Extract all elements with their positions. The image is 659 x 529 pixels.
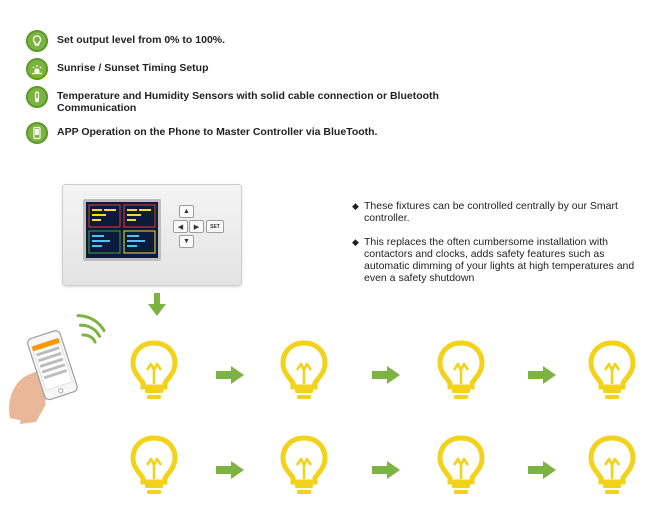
feature-text: Temperature and Humidity Sensors with so…: [57, 90, 439, 114]
bullet-item: ◆ This replaces the often cumbersome ins…: [352, 236, 642, 284]
description-bullets: ◆ These fixtures can be controlled centr…: [352, 200, 642, 296]
bulb-icon: [437, 435, 485, 502]
sunrise-sunset-icon: [26, 58, 48, 80]
wifi-icon: [76, 314, 106, 344]
bulb-icon: [26, 30, 48, 52]
bulb-icon: [130, 435, 178, 502]
controller-screen: [83, 199, 161, 261]
right-arrow-icon: [216, 461, 244, 484]
feature-app: APP Operation on the Phone to Master Con…: [26, 122, 477, 144]
diamond-bullet-icon: ◆: [352, 237, 359, 247]
bullet-text: These fixtures can be controlled central…: [364, 200, 618, 224]
down-arrow-icon: [148, 293, 166, 316]
right-arrow-icon: [216, 366, 244, 389]
bulb-icon: [588, 435, 636, 502]
feature-text: Sunrise / Sunset Timing Setup: [57, 62, 209, 74]
up-key[interactable]: ▲: [179, 205, 194, 218]
bullet-item: ◆ These fixtures can be controlled centr…: [352, 200, 642, 224]
left-key[interactable]: ◀: [173, 220, 188, 233]
right-key[interactable]: ▶: [189, 220, 204, 233]
bulb-icon: [280, 340, 328, 407]
smart-controller: ▲ ◀ ▶ SET ▼: [62, 184, 242, 286]
feature-text: Set output level from 0% to 100%.: [57, 34, 226, 46]
bulb-icon: [588, 340, 636, 407]
feature-text: APP Operation on the Phone to Master Con…: [57, 126, 378, 138]
phone-app-icon: [26, 122, 48, 144]
feature-output-level: Set output level from 0% to 100%.: [26, 30, 477, 52]
bulb-icon: [130, 340, 178, 407]
bulb-icon: [437, 340, 485, 407]
feature-sensors: Temperature and Humidity Sensors with so…: [26, 86, 477, 114]
bulb-icon: [280, 435, 328, 502]
sensor-icon: [26, 86, 48, 108]
phone-in-hand: [2, 300, 112, 430]
bullet-text: This replaces the often cumbersome insta…: [364, 236, 635, 284]
down-key[interactable]: ▼: [179, 235, 194, 248]
right-arrow-icon: [528, 461, 556, 484]
set-key[interactable]: SET: [206, 220, 224, 233]
diamond-bullet-icon: ◆: [352, 201, 359, 211]
feature-sunrise-sunset: Sunrise / Sunset Timing Setup: [26, 58, 477, 80]
right-arrow-icon: [372, 461, 400, 484]
right-arrow-icon: [372, 366, 400, 389]
right-arrow-icon: [528, 366, 556, 389]
controller-keypad: ▲ ◀ ▶ SET ▼: [173, 205, 233, 255]
